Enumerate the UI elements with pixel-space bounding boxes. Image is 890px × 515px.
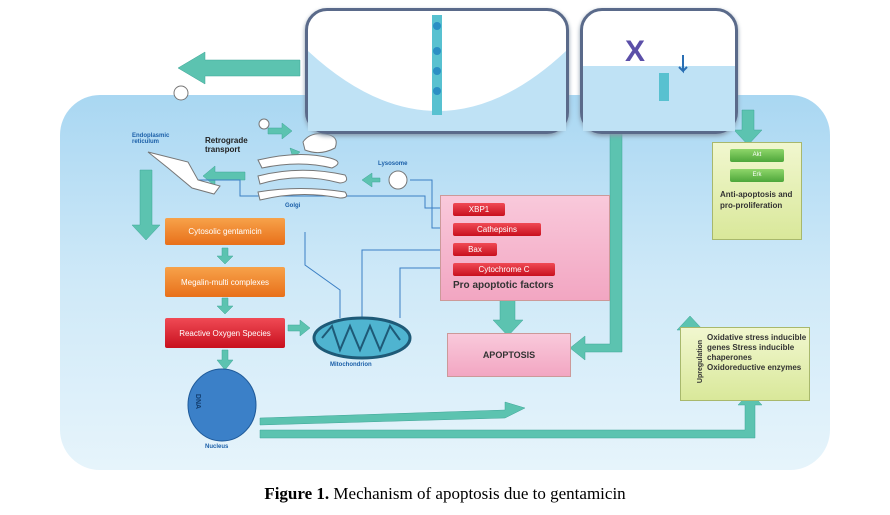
arrow-o3 — [216, 349, 234, 371]
mitochondrion — [312, 316, 412, 360]
arrow-top-left — [177, 51, 301, 85]
inset-receptor-x: X — [580, 8, 738, 134]
megalin-box: Megalin-multi complexes — [165, 267, 285, 297]
arrow-golgi1 — [267, 122, 293, 140]
svg-text:X: X — [625, 35, 645, 68]
cathepsins-box: Cathepsins — [453, 223, 541, 236]
ros-box: Reactive Oxygen Species — [165, 318, 285, 348]
arrow-to-apoptosis-right — [569, 129, 623, 361]
upregulation-box: Upregulation Oxidative stress inducible … — [680, 327, 810, 401]
er-label: Endoplasmic reticulum — [132, 133, 170, 145]
line-bax-mito — [361, 249, 452, 318]
upregulation-label: Upregulation — [697, 339, 705, 384]
dna-label: DNA — [194, 393, 202, 410]
arrow-lyso — [361, 172, 381, 188]
golgi-1 — [257, 153, 339, 169]
arrow-o1 — [216, 247, 234, 265]
mito-label: Mitochondrion — [330, 362, 372, 368]
akt-box: Akt — [730, 149, 784, 162]
arrow-right-down — [733, 109, 763, 146]
golgi-3 — [257, 188, 348, 201]
caption-text: Mechanism of apoptosis due to gentamicin — [329, 484, 626, 503]
caption-label: Figure 1. — [264, 484, 330, 503]
inset-receptor-membrane — [305, 8, 569, 134]
pro-apoptotic-title: Pro apoptotic factors — [453, 280, 554, 291]
upregulation-text: Oxidative stress inducible genes Stress … — [707, 333, 807, 372]
nucleus — [187, 368, 257, 442]
arrow-er-down — [131, 169, 161, 241]
apoptosis-box: APOPTOSIS — [447, 333, 571, 377]
golgi-2 — [257, 169, 348, 185]
xbp1-box: XBP1 — [453, 203, 505, 216]
arrow-nucleus-right — [259, 401, 526, 426]
figure-caption: Figure 1. Mechanism of apoptosis due to … — [0, 484, 890, 504]
vesicle-1 — [173, 85, 189, 101]
survival-text: Anti-apoptosis and pro-proliferation — [720, 190, 793, 210]
arrow-ros-mito — [287, 319, 311, 337]
lysosome-label: Lysosome — [378, 161, 408, 167]
pro-apoptotic-panel: XBP1 Cathepsins Bax Cytochrome C Pro apo… — [440, 195, 610, 301]
line-gent-mito — [304, 232, 341, 318]
survival-box: Akt Erk Anti-apoptosis and pro-prolifera… — [712, 142, 802, 240]
lysosome — [388, 170, 408, 190]
retrograde-label: Retrograde transport — [205, 136, 248, 154]
arrow-o2 — [216, 297, 234, 315]
endosome — [302, 133, 337, 154]
er-shape — [147, 151, 221, 195]
golgi-label: Golgi — [285, 203, 301, 209]
erk-box: Erk — [730, 169, 784, 182]
nucleus-label: Nucleus — [205, 444, 229, 450]
cytochrome-c-box: Cytochrome C — [453, 263, 555, 276]
cytosolic-gentamicin-box: Cytosolic gentamicin — [165, 218, 285, 245]
vesicle-2 — [258, 118, 270, 130]
line-cyto-mito — [399, 267, 452, 318]
arrow-pro-to-apop — [492, 299, 524, 337]
bax-box: Bax — [453, 243, 497, 256]
